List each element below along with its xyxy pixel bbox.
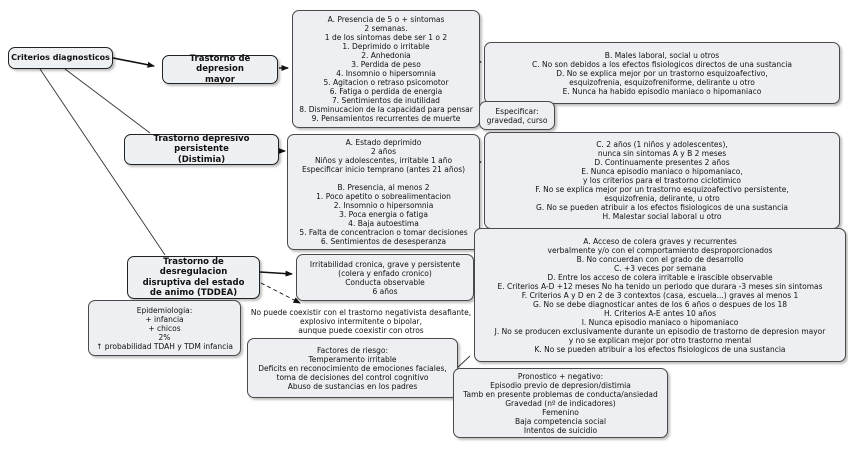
major-depression-bcde-box: B. Males laboral, social u otros C. No s… — [484, 42, 840, 104]
prognosis-box: Pronostico + negativo: Episodio previo d… — [453, 368, 668, 438]
major-depression-node: Trastorno de depresion mayor — [162, 54, 278, 85]
tddea-node: Trastorno de desregulacion disruptiva de… — [127, 256, 260, 299]
dysthymia-node: Trastorno depresivo persistente (Distimi… — [124, 134, 279, 165]
major-depression-criteria-box: A. Presencia de 5 o + sintomas 2 semanas… — [292, 10, 480, 128]
epidemiology-box: Epidemiologia: + infancia + chicos 2% ↑ … — [88, 300, 241, 356]
risk-factors-box: Factores de riesgo: Temperamento irritab… — [247, 338, 458, 398]
comorbidity-note: No puede coexistir con el trastorno nega… — [250, 308, 472, 335]
dysthymia-cdefgh-box: C. 2 años (1 niños y adolescentes), nunc… — [484, 132, 840, 229]
root-node-criterios-diagnosticos: Criterios diagnosticos — [8, 47, 113, 69]
dysthymia-criteria-box: A. Estado deprimido 2 años Niños y adole… — [287, 134, 480, 250]
tddea-criteria-box: A. Acceso de colera graves y recurrentes… — [474, 228, 846, 362]
chronic-irritability-box: Irritabilidad cronica, grave y persisten… — [296, 254, 474, 301]
specify-severity-course-box: Especificar: gravedad, curso — [479, 101, 555, 130]
